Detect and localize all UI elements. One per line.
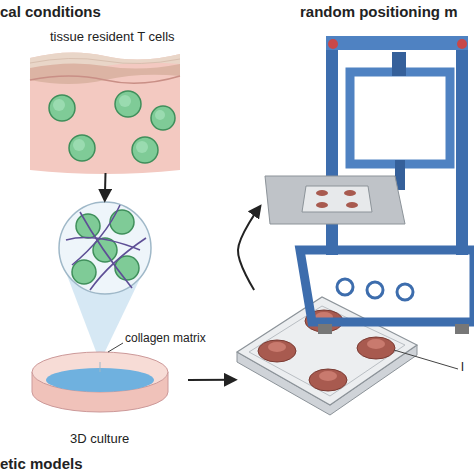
petri-dish — [32, 343, 168, 412]
flow-arrow — [238, 206, 260, 290]
section-heading: cal conditions — [0, 4, 101, 21]
illustration-panel: tissue resident T cells — [28, 28, 183, 173]
callout-label: 3D culture — [70, 432, 129, 446]
well-plate — [237, 297, 458, 415]
illustration-panel: random positioning m — [260, 0, 474, 240]
rpm-machine — [265, 36, 474, 334]
skin-illustration — [30, 52, 180, 174]
illustration-panel: collagen matrix3D culture — [28, 200, 188, 450]
flow-arrow — [104, 173, 107, 200]
panel-heading: random positioning m — [300, 4, 458, 21]
panel-heading: l — [461, 360, 464, 374]
illustration-panel: l — [235, 290, 474, 420]
panel-heading: tissue resident T cells — [50, 30, 175, 44]
flow-arrow — [188, 379, 235, 381]
callout-label: collagen matrix — [125, 332, 206, 345]
section-heading: etic models — [0, 456, 83, 473]
